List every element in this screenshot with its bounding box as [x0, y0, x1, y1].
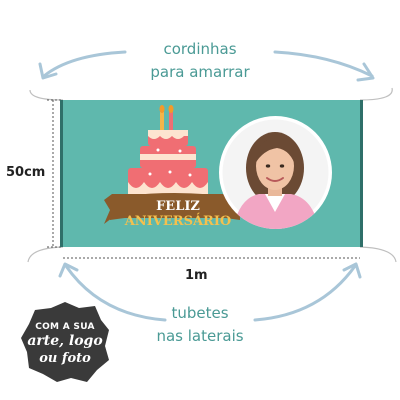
ribbon-banner [104, 193, 246, 224]
left-tube [60, 100, 63, 247]
badge-line-com-a-sua: COM A SUA [35, 322, 95, 332]
ropes-caption: cordinhas para amarrar [130, 38, 270, 84]
woman-portrait-photo [222, 119, 329, 229]
left-bottom-rope [27, 246, 64, 263]
ribbon-text: FELIZ ANIVERSÁRIO [113, 199, 243, 229]
bottom-left-tube-arrow [64, 264, 167, 322]
top-left-rope-arrow [42, 50, 127, 78]
portrait-photo-frame [219, 116, 332, 229]
badge-line-ou-foto: ou foto [39, 351, 91, 366]
badge-line-arte-logo: arte, logo [27, 333, 103, 349]
left-top-rope [29, 89, 64, 101]
bottom-right-tube-arrow [253, 264, 357, 322]
ribbon-word-feliz: FELIZ [156, 199, 200, 214]
right-top-rope [359, 87, 393, 101]
bottom-right-arrowhead [342, 262, 362, 279]
custom-art-badge [21, 302, 109, 382]
ropes-caption-line1: cordinhas [163, 40, 237, 58]
top-right-arrowhead [356, 62, 375, 82]
ribbon-word-aniversario: ANIVERSÁRIO [124, 214, 232, 229]
tubes-caption: tubetes nas laterais [125, 302, 275, 348]
bottom-left-arrowhead [58, 262, 79, 278]
birthday-cake-icon [128, 105, 208, 196]
height-dimension: 50cm [6, 165, 46, 180]
width-dimension: 1m [185, 268, 208, 283]
ropes-caption-line2: para amarrar [150, 63, 250, 81]
tubes-caption-line1: tubetes [171, 304, 229, 322]
tubes-caption-line2: nas laterais [156, 327, 244, 345]
banner [60, 100, 363, 247]
top-left-arrowhead [38, 62, 58, 80]
right-bottom-rope [359, 246, 397, 263]
top-right-rope-arrow [273, 50, 374, 78]
right-tube [360, 100, 363, 247]
